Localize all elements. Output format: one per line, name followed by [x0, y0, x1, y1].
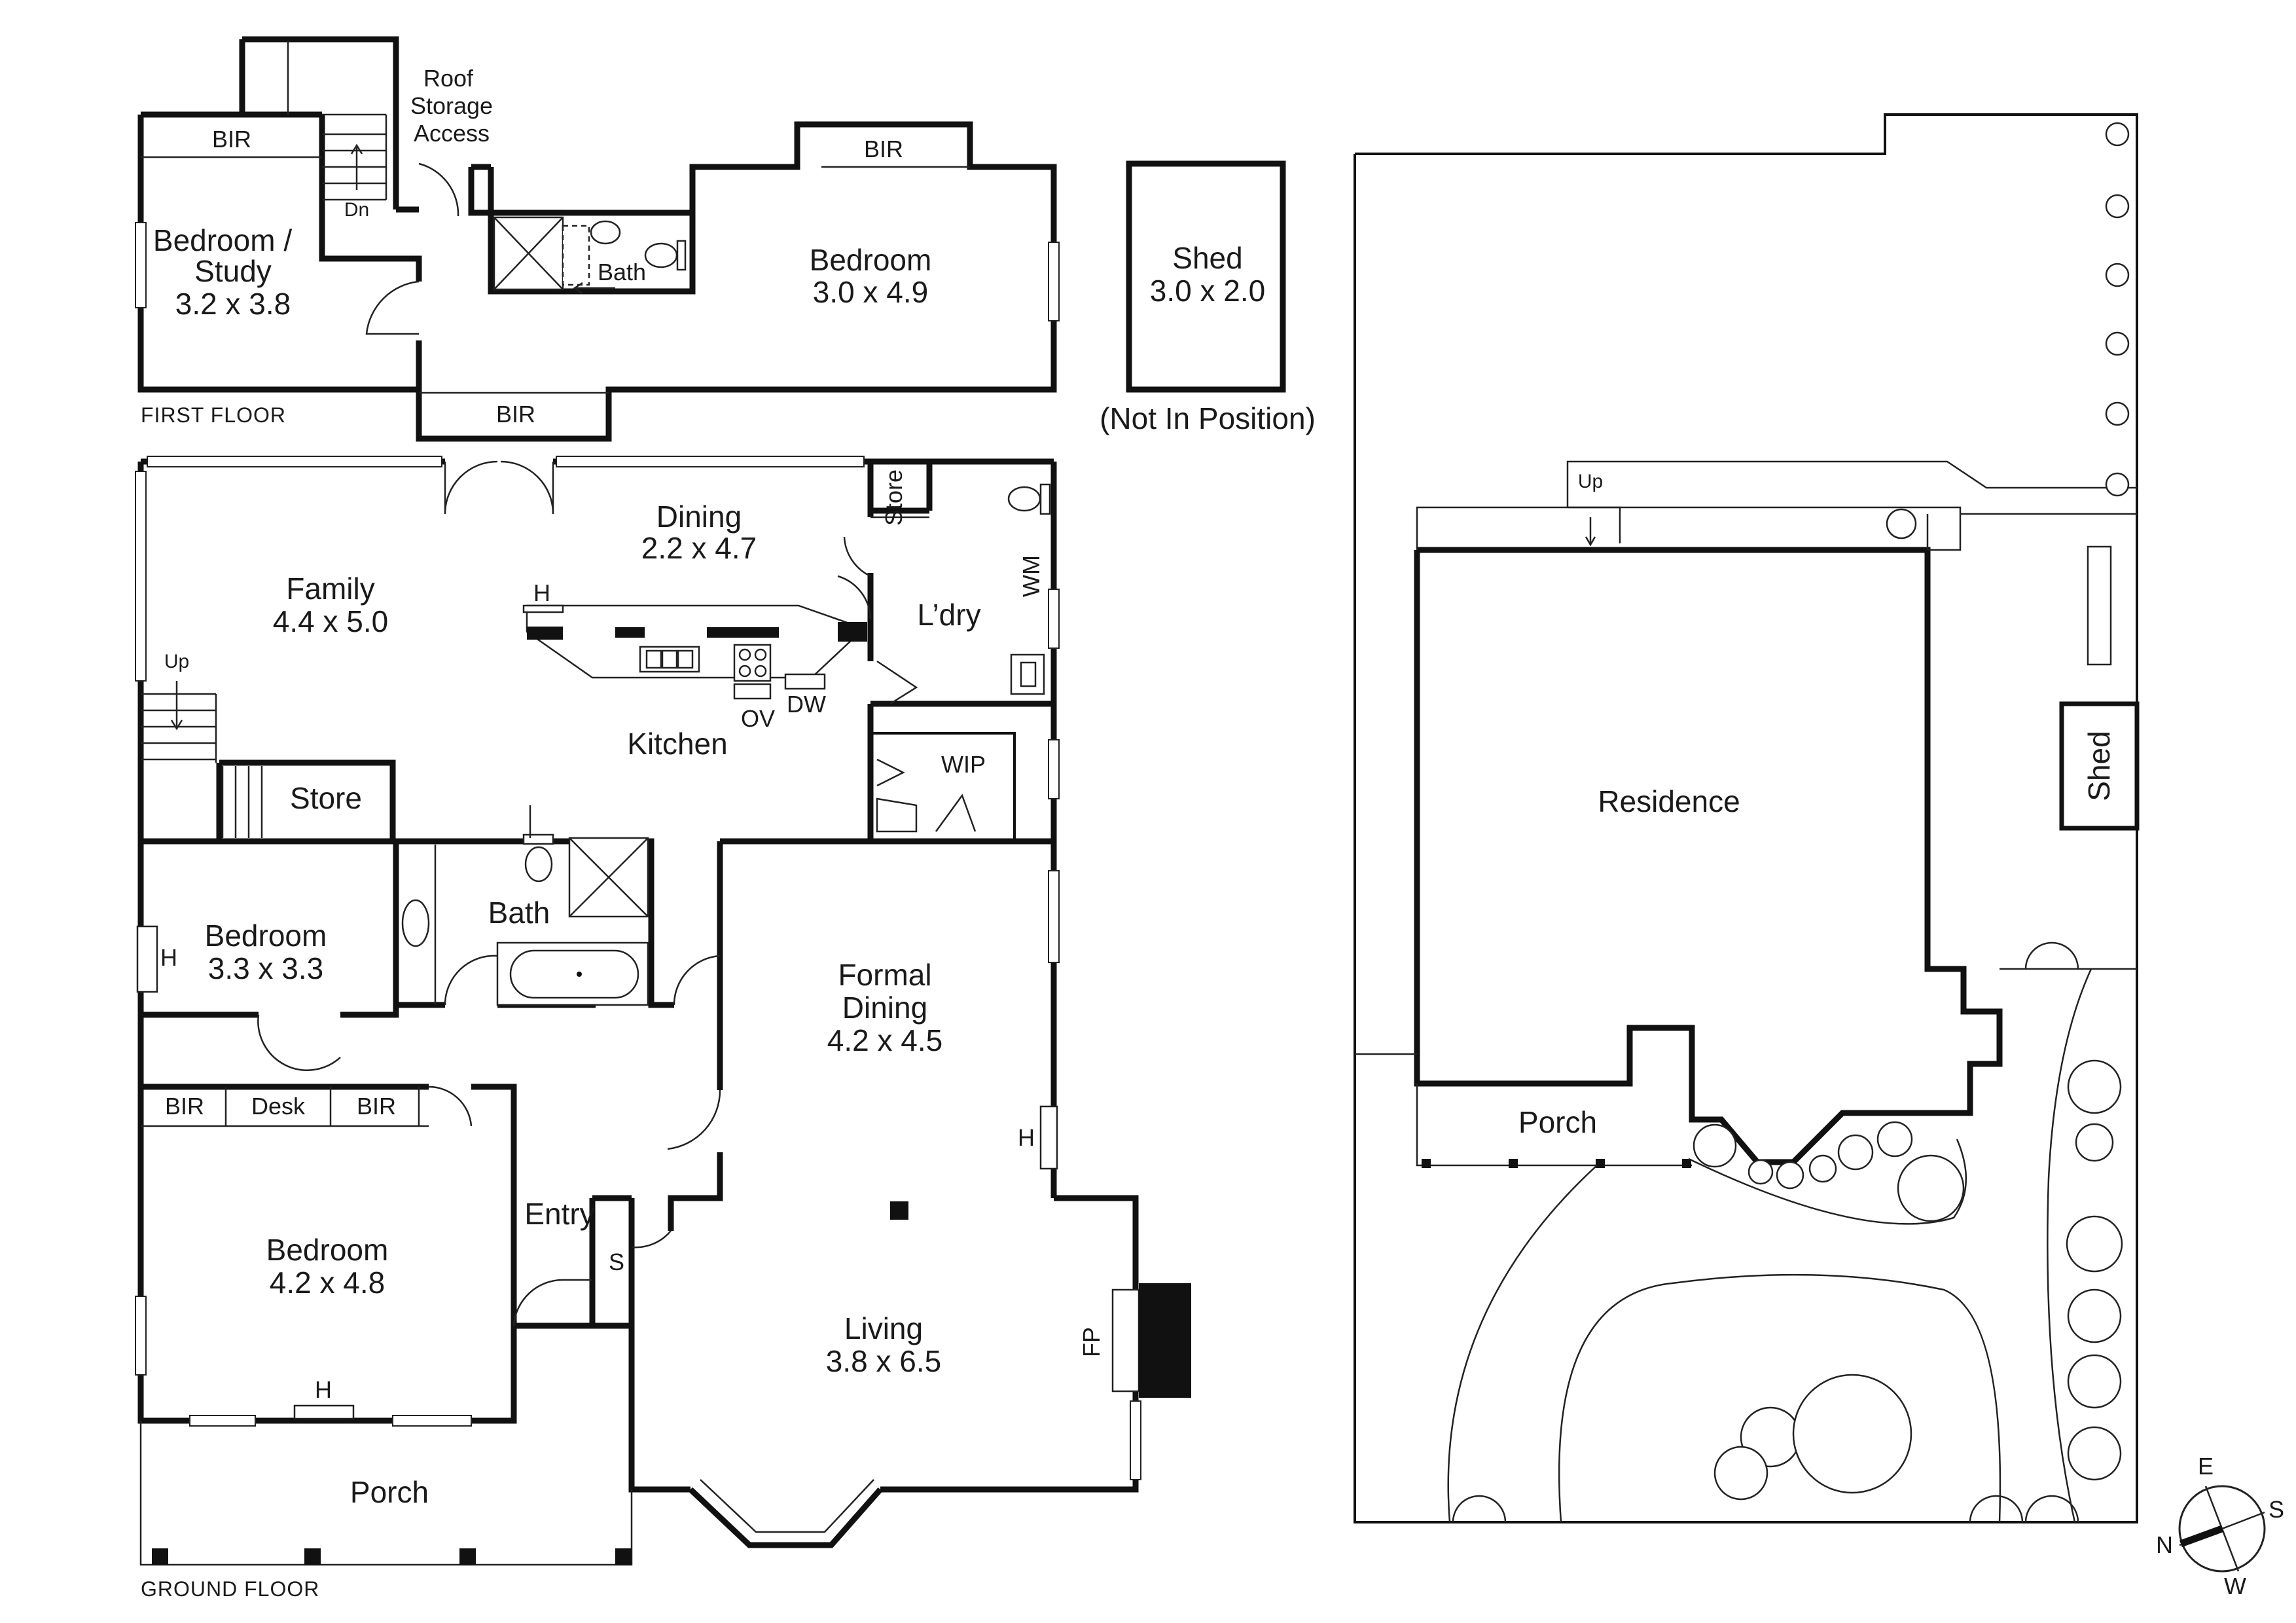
store-upper-name: Store	[880, 469, 907, 526]
stair-dn-label: Dn	[344, 199, 369, 221]
bedroom-study-name-2: Study	[194, 254, 272, 288]
stair-ground-floor	[141, 681, 263, 838]
bath-ground-name: Bath	[488, 896, 550, 930]
trees	[1693, 122, 2130, 1501]
family-size: 4.4 x 5.0	[273, 604, 388, 638]
fp-label: FP	[1078, 1327, 1105, 1357]
heater-kitchen-label: H	[533, 579, 550, 606]
porch-ground-name: Porch	[350, 1475, 429, 1509]
bedroom-mid-size: 3.3 x 3.3	[208, 951, 323, 985]
bir-2-label: BIR	[357, 1093, 396, 1120]
site-stair-up-label: Up	[1578, 471, 1603, 492]
living-name: Living	[844, 1311, 923, 1345]
roof-storage-line2: Storage	[410, 92, 493, 119]
bedroom-first-name: Bedroom	[810, 243, 932, 277]
wip-name: WIP	[941, 751, 986, 778]
bedroom-study-size: 3.2 x 3.8	[175, 287, 291, 321]
formal-dining-name-2: Dining	[842, 991, 927, 1025]
bedroom-mid-name: Bedroom	[205, 919, 327, 953]
bir-1-label: BIR	[165, 1093, 204, 1120]
compass-e: E	[2198, 1453, 2214, 1480]
heater-bedroom-mid-label: H	[160, 944, 177, 971]
s-label: S	[609, 1249, 624, 1275]
family-name: Family	[286, 572, 374, 606]
desk-label: Desk	[251, 1093, 306, 1120]
bedroom-main-size: 4.2 x 4.8	[270, 1266, 385, 1300]
first-floor-plan	[135, 36, 1060, 442]
stair-up-label: Up	[164, 651, 189, 672]
compass-s: S	[2269, 1496, 2284, 1523]
bedroom-main-name: Bedroom	[266, 1233, 389, 1267]
roof-storage-line3: Access	[414, 120, 490, 147]
shed-plan	[1126, 160, 1286, 393]
first-floor-label: FIRST FLOOR	[141, 403, 286, 427]
bir-right-label: BIR	[864, 136, 903, 162]
porch-site-name: Porch	[1518, 1105, 1597, 1139]
dining-name: Dining	[656, 500, 742, 534]
shed-site-name: Shed	[2082, 731, 2116, 801]
shed-note: (Not In Position)	[1100, 401, 1316, 435]
wm-label: WM	[1018, 555, 1045, 597]
kitchen-island	[522, 604, 867, 700]
kitchen-name: Kitchen	[627, 727, 727, 761]
site-plan	[1354, 113, 2140, 1523]
bir-left-label: BIR	[212, 126, 251, 153]
store-lower-name: Store	[290, 781, 362, 815]
ground-floor-plan	[135, 456, 1191, 1566]
heater-bedroom-main-label: H	[315, 1376, 332, 1403]
formal-dining-name-1: Formal	[838, 958, 931, 992]
first-floor-bath-fixtures	[493, 216, 687, 295]
roof-storage-line1: Roof	[423, 65, 474, 92]
compass-n: N	[2156, 1531, 2173, 1558]
bedroom-study-name-1: Bedroom /	[153, 223, 292, 257]
bedroom-first-size: 3.0 x 4.9	[813, 275, 928, 309]
living-size: 3.8 x 6.5	[826, 1344, 941, 1378]
ov-label: OV	[741, 705, 775, 732]
dw-label: DW	[787, 691, 826, 718]
laundry-name: L’dry	[917, 598, 980, 632]
shed-size: 3.0 x 2.0	[1150, 274, 1265, 308]
ground-floor-label: GROUND FLOOR	[141, 1577, 319, 1601]
stair-first-floor	[287, 41, 387, 201]
residence-name: Residence	[1598, 784, 1740, 818]
shed-name: Shed	[1172, 241, 1242, 275]
entry-name: Entry	[524, 1197, 594, 1231]
dining-size: 2.2 x 4.7	[641, 531, 757, 565]
bir-bottom-label: BIR	[496, 401, 535, 428]
compass-w: W	[2224, 1573, 2246, 1599]
bath-first-name: Bath	[598, 259, 646, 285]
compass-icon	[2178, 1485, 2266, 1573]
formal-dining-size: 4.2 x 4.5	[827, 1023, 942, 1057]
heater-formal-label: H	[1018, 1124, 1035, 1151]
